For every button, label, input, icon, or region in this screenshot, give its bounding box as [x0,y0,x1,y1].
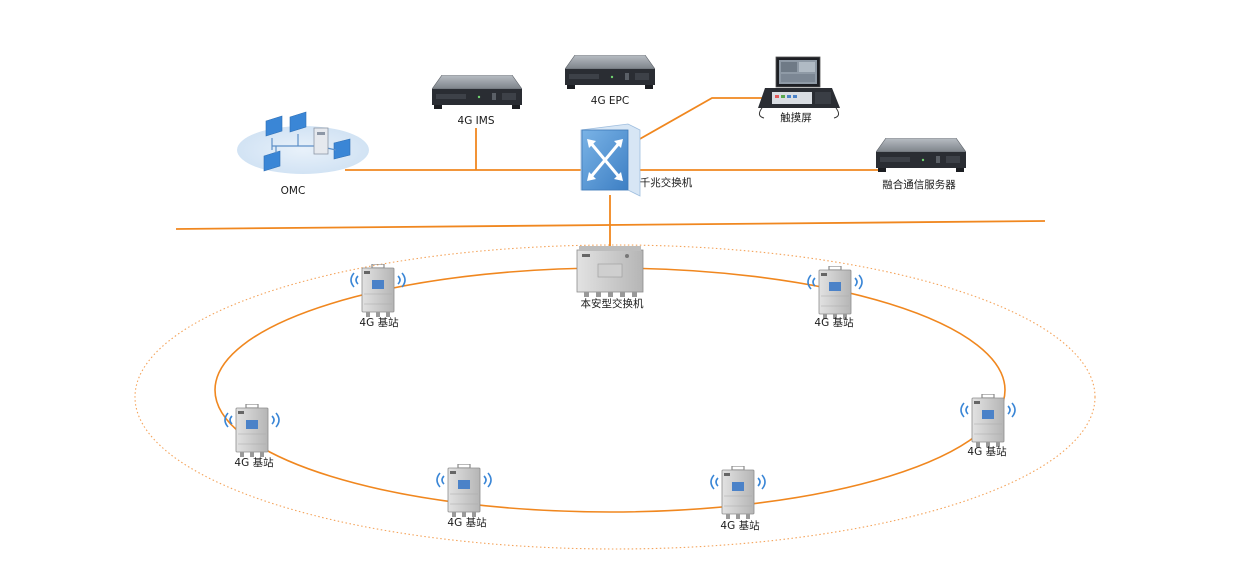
omc-node [237,111,369,174]
core-links [345,97,880,250]
network-switch-icon [580,123,641,197]
intrinsic-switch-label: 本安型交换机 [580,298,644,310]
base-station-label: 4G 基站 [967,446,1007,458]
ims-label: 4G IMS [457,115,495,127]
touchscreen-console-icon [758,56,840,119]
base-station-icon [710,466,766,520]
base-station-label: 4G 基站 [720,520,760,532]
base-station-label: 4G 基站 [447,517,487,529]
epc-rack-server-icon [565,55,655,90]
base-station-icon [350,264,406,318]
gigabit-switch-label: 千兆交换机 [639,177,693,189]
base-station-icon [807,266,863,320]
touchscreen-label: 触摸屏 [780,112,812,124]
base-station-label: 4G 基站 [359,317,399,329]
epc-label: 4G EPC [590,95,630,107]
base-station-label: 4G 基站 [814,317,854,329]
base-station-icon [436,464,492,518]
omc-label: OMC [280,185,306,197]
ims-rack-server-icon [432,75,522,110]
base-station-icon [224,404,280,458]
base-station-icon [960,394,1016,448]
intrinsically-safe-switch-icon [576,246,644,297]
outer-coverage-ring [134,244,1096,550]
convergence-server-label: 融合通信服务器 [882,179,956,191]
convergence-rack-server-icon [876,138,966,173]
base-station-label: 4G 基站 [234,457,274,469]
link-switch-touchscreen [637,97,765,141]
omc-workstation-cluster-icon [237,111,369,174]
